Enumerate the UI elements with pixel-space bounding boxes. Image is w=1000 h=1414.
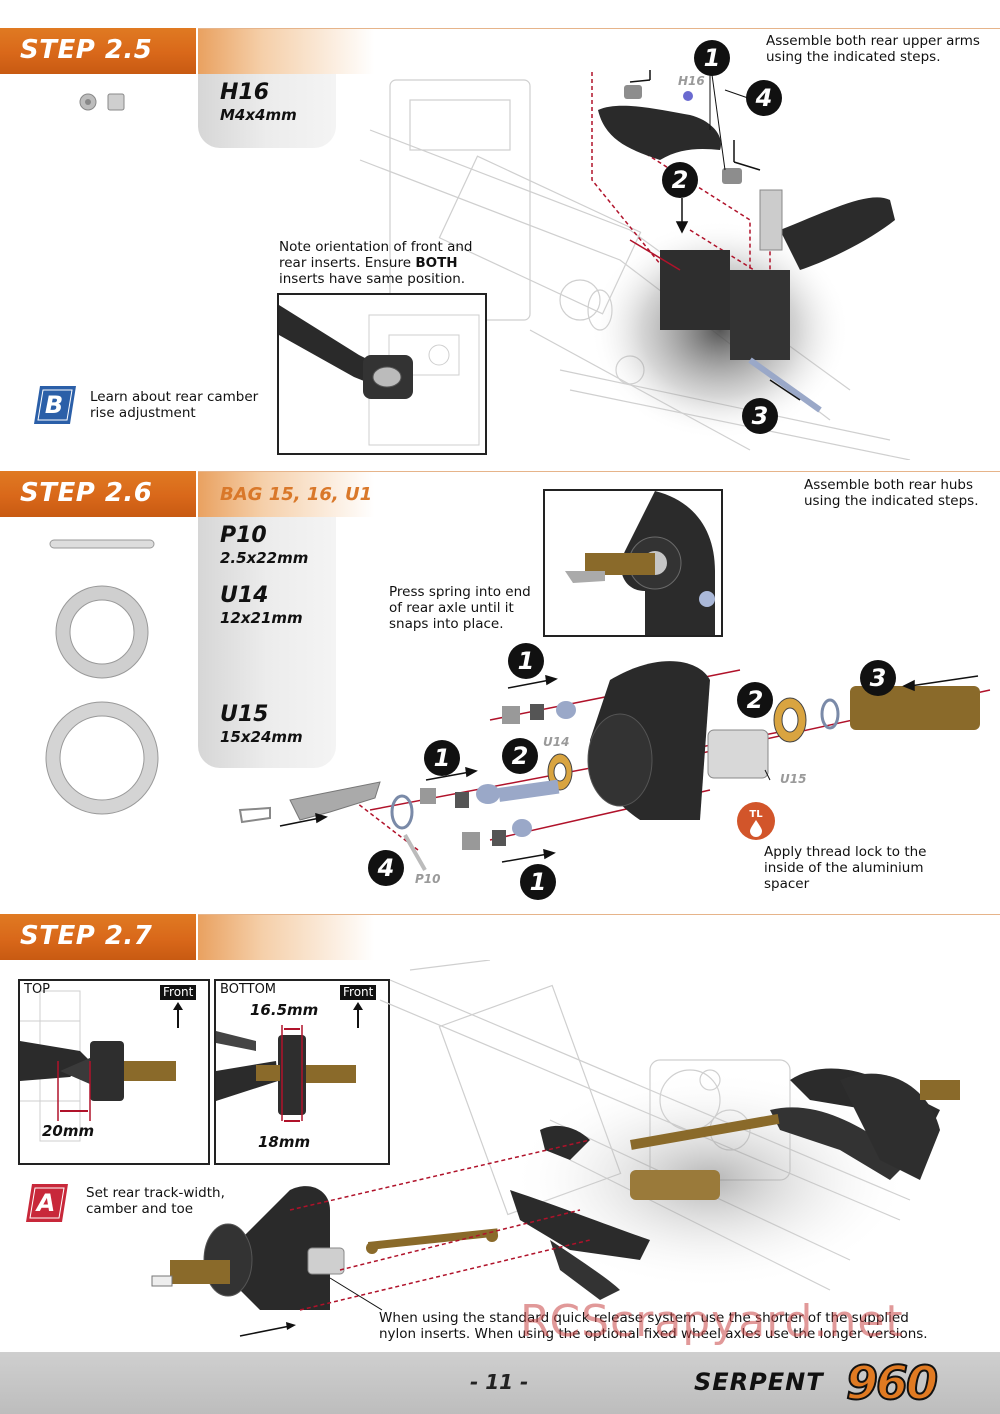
part-size: 12x21mm	[220, 609, 303, 627]
bottom-view-box	[214, 979, 390, 1165]
step-instruction: Assemble both rear upper arms using the …	[766, 33, 980, 65]
info-b-text: Learn about rear camber rise adjustment	[90, 389, 259, 421]
measure-18mm: 18mm	[258, 1133, 311, 1151]
watermark: RCScrapyard.net	[520, 1296, 904, 1347]
front-badge: Front	[160, 985, 197, 1000]
part-code: U14	[220, 583, 269, 608]
step-callout-3: 3	[742, 398, 778, 434]
front-arrow-icon	[173, 1002, 183, 1028]
step-title: STEP 2.5	[20, 35, 153, 65]
rear-upper-arm-illustration	[359, 70, 911, 460]
step-callout-3: 3	[860, 660, 896, 696]
info-a-text: Set rear track-width, camber and toe	[86, 1185, 225, 1217]
part-icons-pins-bearings	[45, 539, 159, 815]
info-a-icon: A	[26, 1184, 68, 1222]
box-label-top: TOP	[24, 982, 51, 997]
parts-panel	[198, 74, 336, 148]
step-callout-2: 2	[502, 738, 538, 774]
part-label: P10	[415, 872, 441, 886]
part-code: U15	[220, 702, 269, 727]
part-label: H16	[678, 74, 705, 88]
rear-suspension-illustration	[151, 960, 960, 1337]
spring-detail-box	[543, 489, 723, 637]
part-icons-h16	[79, 93, 125, 111]
insert-detail-box	[277, 293, 487, 455]
part-size: 2.5x22mm	[220, 549, 309, 567]
measure-16-5mm: 16.5mm	[250, 1001, 319, 1019]
step-2-5-header: STEP 2.5	[0, 28, 1000, 74]
part-code: P10	[220, 523, 267, 548]
orientation-note: Note orientation of front and rear inser…	[279, 239, 473, 287]
box-label-bottom: BOTTOM	[220, 982, 277, 997]
model-logo-number: 960	[845, 1355, 939, 1411]
bag-label: BAG 15, 16, U1	[220, 484, 373, 505]
part-size: M4x4mm	[220, 106, 297, 124]
step-callout-4: 4	[746, 80, 782, 116]
part-label: U14	[543, 735, 570, 749]
step-callout-2: 2	[662, 162, 698, 198]
svg-text:TL: TL	[749, 809, 763, 820]
spring-note: Press spring into end of rear axle until…	[389, 584, 531, 632]
part-label: U15	[780, 772, 807, 786]
svg-text:A: A	[35, 1189, 56, 1217]
step-title: STEP 2.6	[20, 478, 153, 508]
step-callout-2: 2	[737, 682, 773, 718]
step-callout-1: 1	[694, 40, 730, 76]
front-badge: Front	[340, 985, 377, 1000]
threadlock-note: Apply thread lock to the inside of the a…	[764, 844, 927, 892]
front-arrow-icon	[353, 1002, 363, 1028]
step-callout-4: 4	[368, 850, 404, 886]
page-footer	[0, 1352, 1000, 1414]
step-instruction: Assemble both rear hubs using the indica…	[804, 477, 979, 509]
step-2-7-header: STEP 2.7	[0, 914, 1000, 960]
nylon-insert-note: When using the standard quick release sy…	[379, 1310, 928, 1342]
part-size: 15x24mm	[220, 728, 303, 746]
step-callout-1: 1	[520, 864, 556, 900]
step-title: STEP 2.7	[20, 921, 153, 951]
info-b-icon: B	[34, 386, 76, 424]
part-code: H16	[220, 80, 270, 105]
parts-panel	[198, 517, 336, 768]
svg-text:B: B	[45, 391, 63, 419]
measure-20mm: 20mm	[42, 1122, 95, 1140]
step-callout-1: 1	[508, 643, 544, 679]
threadlock-icon: TL	[737, 802, 775, 840]
brand-logo-text: SERPENT	[694, 1368, 824, 1396]
page-number: - 11 -	[470, 1370, 529, 1394]
step-callout-1: 1	[424, 740, 460, 776]
rear-hub-exploded-illustration	[238, 661, 991, 871]
